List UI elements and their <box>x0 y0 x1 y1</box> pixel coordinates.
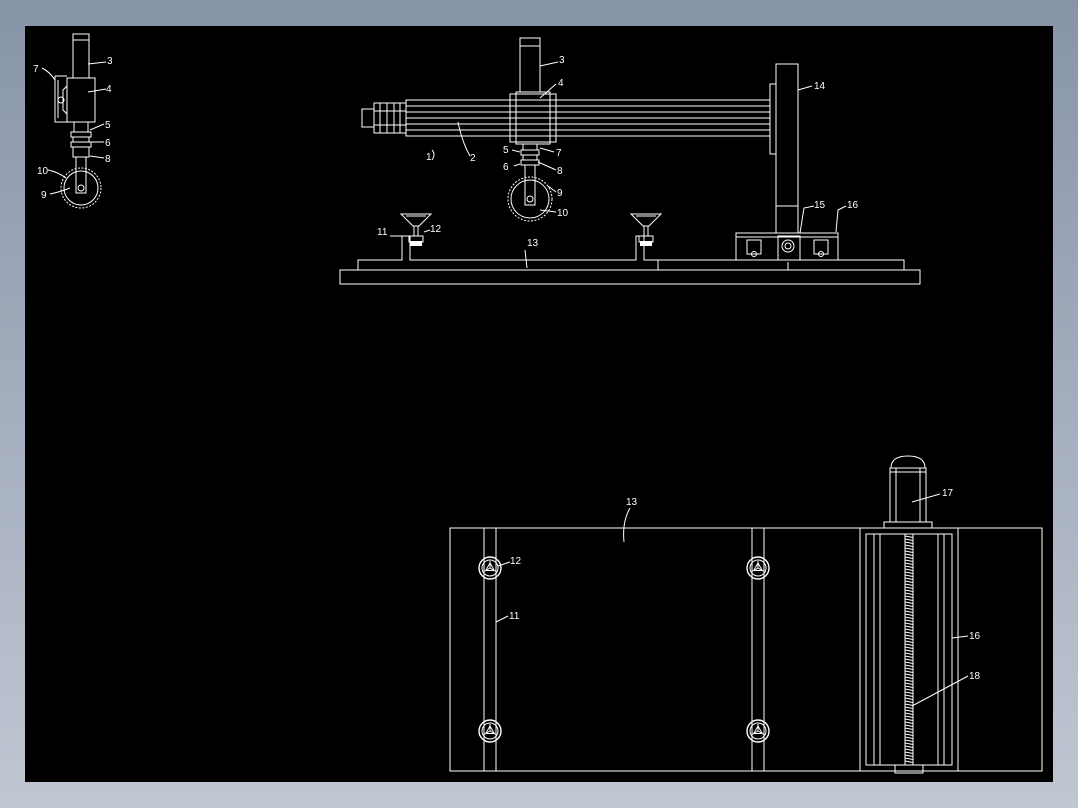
top-rail-right <box>751 528 765 771</box>
side-view: 3 4 5 6 7 8 9 10 <box>33 33 113 209</box>
main-spindle <box>520 143 540 190</box>
top-clamp-2 <box>746 556 770 580</box>
clamp-left <box>399 213 433 246</box>
top-label-16: 16 <box>969 631 981 642</box>
side-label-6: 6 <box>105 138 111 149</box>
front-view: 1 2 3 4 5 6 7 8 9 10 11 12 13 14 15 16 <box>339 37 921 285</box>
column-14 <box>769 63 799 234</box>
slide-block <box>735 232 839 270</box>
cad-drawing-area[interactable]: 3 4 5 6 7 8 9 10 <box>25 26 1053 782</box>
label-9: 9 <box>557 188 563 199</box>
top-clamp-4 <box>746 719 770 743</box>
cross-arm <box>361 91 771 145</box>
side-label-10: 10 <box>37 166 49 177</box>
label-7: 7 <box>556 148 562 159</box>
top-plate <box>449 527 1043 772</box>
top-clamp-1 <box>478 556 502 580</box>
clamp-right <box>629 213 663 246</box>
top-view: 13 12 11 17 16 18 <box>449 455 1043 774</box>
top-slide-frame <box>859 527 959 774</box>
label-12: 12 <box>430 224 442 235</box>
side-label-5: 5 <box>105 120 111 131</box>
side-label-8: 8 <box>105 154 111 165</box>
label-6: 6 <box>503 162 509 173</box>
top-label-13: 13 <box>626 497 638 508</box>
main-saw-blade <box>507 175 553 222</box>
label-15: 15 <box>814 200 826 211</box>
label-16: 16 <box>847 200 859 211</box>
side-motor <box>72 33 90 79</box>
label-4: 4 <box>558 78 564 89</box>
top-leaders <box>495 493 969 707</box>
label-1: 1 <box>426 152 432 163</box>
side-carriage <box>54 75 96 123</box>
label-14: 14 <box>814 81 826 92</box>
label-8: 8 <box>557 166 563 177</box>
label-2: 2 <box>470 153 476 164</box>
top-label-18: 18 <box>969 671 981 682</box>
side-leaders <box>41 61 107 195</box>
side-label-9: 9 <box>41 190 47 201</box>
main-leaders <box>390 61 847 237</box>
side-spindle <box>70 121 92 170</box>
top-label-11: 11 <box>509 611 520 622</box>
label-13: 13 <box>527 238 539 249</box>
main-motor <box>519 37 541 93</box>
label-3: 3 <box>559 55 565 66</box>
side-label-7: 7 <box>33 64 39 75</box>
top-clamps <box>478 556 770 743</box>
top-motor-17 <box>883 455 933 529</box>
label-5: 5 <box>503 145 509 156</box>
label-10: 10 <box>557 208 569 219</box>
top-label-17: 17 <box>942 488 954 499</box>
cad-drawing: 3 4 5 6 7 8 9 10 <box>33 33 1043 774</box>
top-clamp-3 <box>478 719 502 743</box>
top-label-12: 12 <box>510 556 522 567</box>
side-saw-blade <box>60 167 102 209</box>
side-label-3: 3 <box>107 56 113 67</box>
label-11: 11 <box>377 227 388 238</box>
top-rail-left <box>483 528 497 771</box>
top-lead-screw <box>904 534 914 765</box>
side-label-4: 4 <box>106 84 112 95</box>
